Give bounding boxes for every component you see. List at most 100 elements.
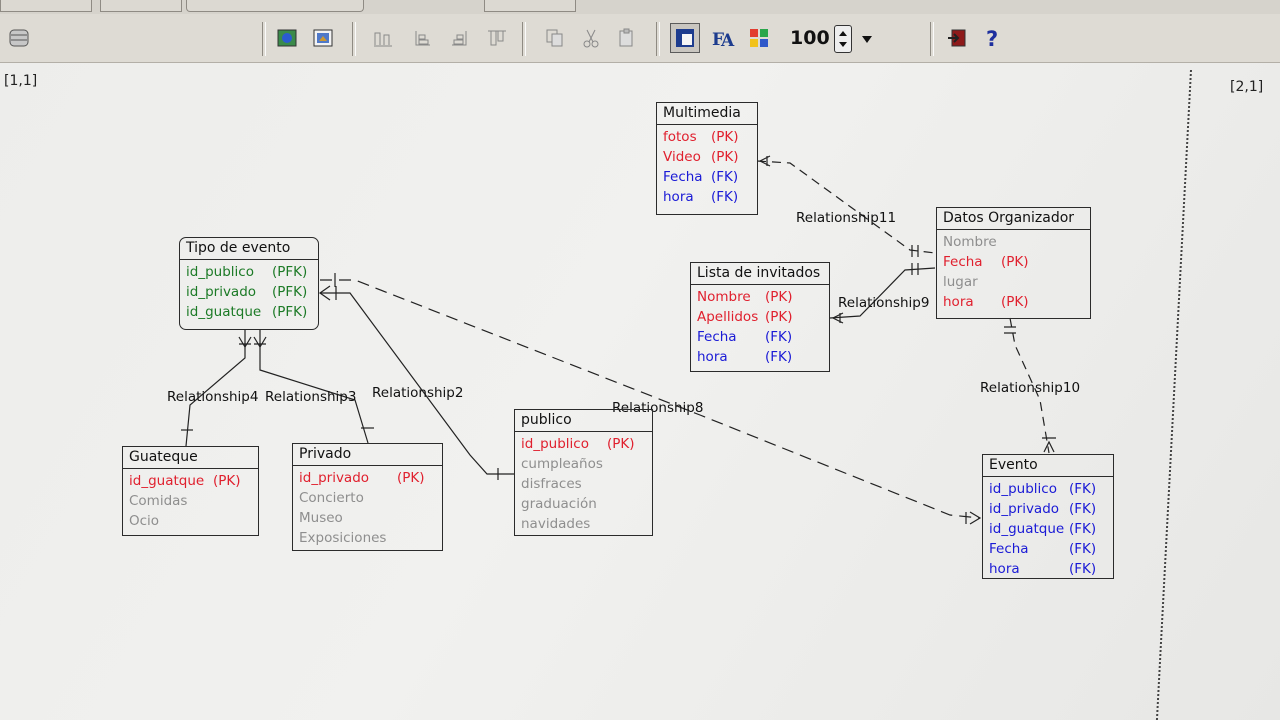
- relationship-label[interactable]: Relationship10: [980, 380, 1081, 396]
- align-1-icon[interactable]: [368, 23, 398, 53]
- attribute-key: (FK): [711, 189, 739, 205]
- attribute-name: hora: [663, 189, 694, 205]
- entity-datos-organizador[interactable]: Datos Organizador Nombre Fecha(PK) lugar…: [936, 207, 1091, 319]
- attribute-row: hora(PK): [943, 292, 1084, 312]
- chevron-down-icon[interactable]: [862, 36, 872, 43]
- help-icon[interactable]: ?: [978, 23, 1008, 53]
- attribute-key: (PFK): [272, 264, 308, 280]
- align-2-icon[interactable]: [408, 23, 438, 53]
- entity-attributes: Nombre(PK) Apellidos(PK) Fecha(FK) hora(…: [691, 285, 829, 369]
- entity-evento[interactable]: Evento id_publico(FK) id_privado(FK) id_…: [982, 454, 1114, 579]
- attribute-row: Fecha (FK): [697, 327, 823, 347]
- attribute-name: Museo: [299, 510, 343, 526]
- zoom-stepper[interactable]: [834, 25, 852, 53]
- attribute-key: (PK): [607, 436, 635, 452]
- relationship-label[interactable]: Relationship3: [265, 389, 357, 405]
- attribute-row: id_guatque(PFK): [186, 302, 312, 322]
- attribute-row: id_publico(FK): [989, 479, 1107, 499]
- top-strip-field[interactable]: [186, 0, 364, 12]
- attribute-name: hora: [989, 561, 1020, 577]
- attribute-name: Concierto: [299, 490, 364, 506]
- attribute-row: Exposiciones: [299, 528, 436, 548]
- top-strip-tab[interactable]: [0, 0, 92, 12]
- attribute-row: disfraces: [521, 474, 646, 494]
- attribute-name: graduación: [521, 496, 597, 512]
- svg-text:?: ?: [986, 27, 998, 50]
- attribute-name: Nombre: [943, 234, 997, 250]
- relationship-label[interactable]: Relationship4: [167, 389, 259, 405]
- attribute-name: Apellidos: [697, 309, 759, 325]
- attribute-name: fotos: [663, 129, 697, 145]
- attribute-row: id_privado(PK): [299, 468, 436, 488]
- attribute-name: id_privado: [299, 470, 370, 486]
- entity-title: Privado: [293, 444, 442, 466]
- color-icon[interactable]: [744, 23, 774, 53]
- attribute-row: Fecha (FK): [989, 539, 1107, 559]
- attribute-key: (FK): [1069, 521, 1097, 537]
- attribute-row: hora (FK): [663, 187, 751, 207]
- relationship8-line: [320, 279, 981, 519]
- layout-icon[interactable]: [272, 23, 302, 53]
- entity-attributes: id_privado(PK) Concierto Museo Exposicio…: [293, 466, 442, 550]
- entity-attributes: fotos(PK) Video(PK) Fecha(FK) hora(FK): [657, 125, 757, 209]
- attribute-name: Fecha: [697, 329, 737, 345]
- diagram-canvas[interactable]: [1,1] [2,1]: [0, 63, 1280, 720]
- entity-multimedia[interactable]: Multimedia fotos(PK) Video(PK) Fecha(FK)…: [656, 102, 758, 215]
- relationship-label[interactable]: Relationship11: [796, 210, 897, 226]
- entity-publico[interactable]: publico id_publico(PK) cumpleaños disfra…: [514, 409, 653, 536]
- align-3-icon[interactable]: [444, 23, 474, 53]
- paste-icon[interactable]: [612, 23, 642, 53]
- attribute-row: id_privado(FK): [989, 499, 1107, 519]
- svg-text:F: F: [712, 30, 724, 49]
- attribute-name: id_privado: [186, 284, 257, 300]
- relationship-label[interactable]: Relationship9: [838, 295, 930, 311]
- attribute-row: graduación: [521, 494, 646, 514]
- top-strip-tab[interactable]: [484, 0, 576, 12]
- database-icon[interactable]: [4, 23, 34, 53]
- top-strip-tab[interactable]: [100, 0, 182, 12]
- toolbar-separator: [930, 22, 934, 56]
- entity-title: Guateque: [123, 447, 258, 469]
- attribute-name: disfraces: [521, 476, 582, 492]
- attribute-key: (PK): [1001, 254, 1029, 270]
- attribute-row: Nombre: [943, 232, 1084, 252]
- attribute-key: (PFK): [272, 284, 308, 300]
- attribute-key: (FK): [1069, 541, 1097, 557]
- entity-tipo-de-evento[interactable]: Tipo de evento id_publico(PFK) id_privad…: [179, 237, 319, 330]
- entity-title: Tipo de evento: [180, 238, 318, 260]
- toolbar-separator: [262, 22, 266, 56]
- attribute-name: Fecha: [989, 541, 1029, 557]
- attribute-name: id_publico: [521, 436, 589, 452]
- window-top-strip: [0, 0, 1280, 15]
- attribute-row: id_privado (PFK): [186, 282, 312, 302]
- relationship-label[interactable]: Relationship8: [612, 400, 704, 416]
- cut-icon[interactable]: [576, 23, 606, 53]
- exit-icon[interactable]: [942, 23, 972, 53]
- attribute-key: (PK): [1001, 294, 1029, 310]
- entity-privado[interactable]: Privado id_privado(PK) Concierto Museo E…: [292, 443, 443, 551]
- attribute-row: Fecha(PK): [943, 252, 1084, 272]
- model-icon[interactable]: [308, 23, 338, 53]
- copy-icon[interactable]: [540, 23, 570, 53]
- attribute-key: (PK): [765, 309, 793, 325]
- attribute-row: Nombre(PK): [697, 287, 823, 307]
- zoom-value: 100: [790, 27, 830, 49]
- entity-title: Evento: [983, 455, 1113, 477]
- attribute-key: (FK): [765, 349, 793, 365]
- entity-guateque[interactable]: Guateque id_guatque(PK) Comidas Ocio: [122, 446, 259, 536]
- zoom-input[interactable]: 100: [786, 23, 858, 53]
- relationship-label[interactable]: Relationship2: [372, 385, 464, 401]
- attribute-key: (FK): [765, 329, 793, 345]
- attribute-row: id_guatque(PK): [129, 471, 252, 491]
- page-label: [2,1]: [1230, 79, 1264, 95]
- attribute-name: Exposiciones: [299, 530, 387, 546]
- relationship2-line: [320, 292, 514, 475]
- align-4-icon[interactable]: [482, 23, 512, 53]
- attribute-row: Concierto: [299, 488, 436, 508]
- entity-title: Multimedia: [657, 103, 757, 125]
- view-icon[interactable]: [670, 23, 700, 53]
- entity-lista-de-invitados[interactable]: Lista de invitados Nombre(PK) Apellidos(…: [690, 262, 830, 372]
